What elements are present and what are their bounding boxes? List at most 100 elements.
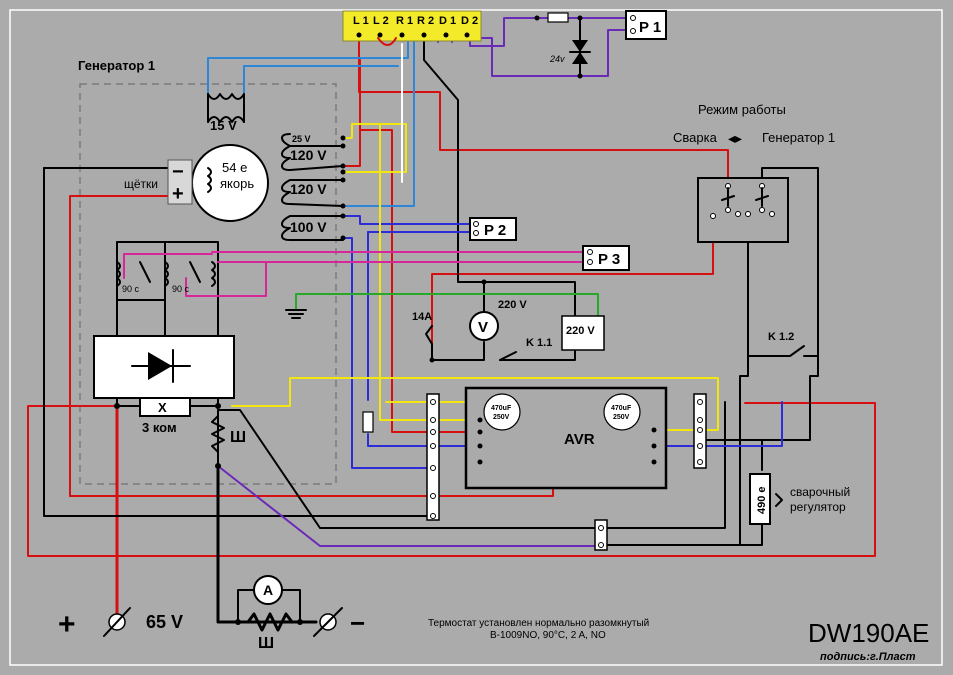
output-220-group: 14A V 220 V 220 V K 1.1 <box>412 279 605 363</box>
voltmeter-icon <box>469 311 499 341</box>
winding-120v-a-label: 120 V <box>290 147 327 163</box>
relay-p3-group: P 3 <box>582 245 630 271</box>
generator-1-outline <box>79 83 337 485</box>
socket-label: 220 V <box>566 325 595 337</box>
lightblue-wire-15v-b <box>243 65 399 123</box>
shunt-upper-label: Ш <box>230 429 246 446</box>
red-wire-loop <box>27 402 876 557</box>
terminal-strips <box>362 393 707 551</box>
lightblue-wire-15v-a <box>207 41 409 123</box>
terminal-l2: L 2 <box>373 15 389 27</box>
output-plus: + <box>58 608 76 641</box>
relay-p1-group: P 1 24v <box>534 10 667 79</box>
pink-wire-therm-2 <box>185 261 267 297</box>
terminal-r2: R 2 <box>417 15 434 27</box>
thermostat-1-label: 90 c <box>122 284 140 294</box>
zener-voltage: 24v <box>549 54 565 64</box>
coil-100v-icon <box>281 215 344 241</box>
winding-25v-label: 25 V <box>292 134 311 144</box>
weld-regulator-label-2: регулятор <box>790 500 846 514</box>
voltmeter-label: 220 V <box>498 299 527 311</box>
thermostat-note-2: В-1009NO, 90°C, 2 A, NO <box>490 630 606 641</box>
diagram-title: DW190AE <box>808 618 929 648</box>
yellow-wire-120a <box>342 123 407 173</box>
coil-120v-a-icon <box>281 145 344 171</box>
l2-r1-jumper <box>377 37 397 46</box>
black-wire-voltmeter-bottom <box>431 341 485 361</box>
avr-cap-right-line1: 470uF <box>611 405 632 412</box>
coil-120v-b-icon <box>281 179 344 207</box>
weld-regulator-group: 490 е сварочный регулятор <box>749 473 850 525</box>
black-wire-shunt-diag <box>217 409 601 529</box>
yellow-wire-avr <box>379 123 481 421</box>
relay-p2 <box>469 217 517 241</box>
resistor-x-value: 3 ком <box>142 420 177 435</box>
avr-label: AVR <box>564 431 595 448</box>
terminal-block: L 1 L 2 R 1 R 2 D 1 D 2 <box>342 10 482 46</box>
lightblue-wire-120b <box>342 41 415 207</box>
weld-regulator-icon[interactable] <box>749 473 771 525</box>
diagram-frame <box>9 9 943 666</box>
breaker-label: 14A <box>412 311 432 323</box>
terminal-strip-left <box>426 393 440 521</box>
brush-plus: + <box>172 183 184 205</box>
red-wire-120a <box>342 59 361 167</box>
brushes-icon <box>167 159 193 205</box>
coil-25v-icon <box>281 133 344 147</box>
relay-p2-label: P 2 <box>484 222 506 239</box>
output-minus: − <box>350 608 365 638</box>
avr-cap-left-line1: 470uF <box>491 405 512 412</box>
mode-switch[interactable] <box>697 177 789 243</box>
relay-p3-label: P 3 <box>598 251 620 268</box>
black-wire-k12-left <box>599 215 749 546</box>
relay-p2-group: P 2 <box>469 217 517 241</box>
thermostat-2-label: 90 c <box>172 284 190 294</box>
shunt-lower-icon <box>246 612 294 632</box>
winding-100v-label: 100 V <box>290 219 327 235</box>
terminal-block-body <box>342 10 482 42</box>
shunt-upper-icon <box>211 415 225 453</box>
coil-15v-icon <box>207 116 245 123</box>
voltmeter-symbol: V <box>478 319 488 336</box>
shunt-upper-group: Ш <box>211 415 246 469</box>
resistor-x-symbol: X <box>158 400 167 415</box>
armature-group: 54 е якорь − + щётки <box>124 144 269 222</box>
blue-wire-100v <box>342 237 433 469</box>
ammeter-label: A <box>263 582 273 598</box>
weld-regulator-value: 490 е <box>756 486 768 514</box>
mode-switch-group: Режим работы Сварка ◂▸ Генератор 1 <box>673 102 835 243</box>
shunt-lower-label: Ш <box>258 635 274 652</box>
brush-minus: − <box>172 161 184 183</box>
pink-wire-therm-1 <box>123 253 213 279</box>
terminal-r1: R 1 <box>396 15 413 27</box>
mode-left-label: Сварка <box>673 130 718 145</box>
thermostat-switch-2-icon <box>189 261 201 283</box>
green-wire-ground <box>295 293 599 331</box>
black-wire-right-lower <box>599 401 726 529</box>
ground-icon <box>285 309 307 319</box>
weld-regulator-label-1: сварочный <box>790 485 850 499</box>
fuse-icon <box>547 12 569 23</box>
zener-diode-icon <box>572 40 588 52</box>
black-wire-therm-top <box>116 241 219 337</box>
mode-arrow-icon: ◂▸ <box>728 130 742 146</box>
output-terminals: + 65 V − <box>58 607 365 641</box>
black-wire-r2 <box>423 41 576 331</box>
black-wire-left <box>43 167 433 517</box>
blue-wire-p2-a <box>342 215 476 225</box>
avr-group: AVR 470uF 250V 470uF 250V <box>464 386 668 490</box>
avr-cap-left-icon <box>483 393 521 431</box>
k11-contact-icon <box>499 351 517 361</box>
ammeter-shunt-group: A Ш <box>235 575 318 652</box>
mode-right-label: Генератор 1 <box>762 130 835 145</box>
terminal-strip-bottom <box>594 519 608 551</box>
rectifier-group <box>93 335 235 409</box>
socket-220 <box>561 315 605 351</box>
winding-15v-label: 15 V <box>210 118 237 133</box>
purple-wire-shunt <box>217 465 601 547</box>
resistor-x-group: X 3 ком <box>116 397 219 435</box>
k12-group: K 1.2 <box>747 331 819 357</box>
avr-cap-right-icon <box>603 393 641 431</box>
terminal-d2: D 2 <box>461 15 478 27</box>
